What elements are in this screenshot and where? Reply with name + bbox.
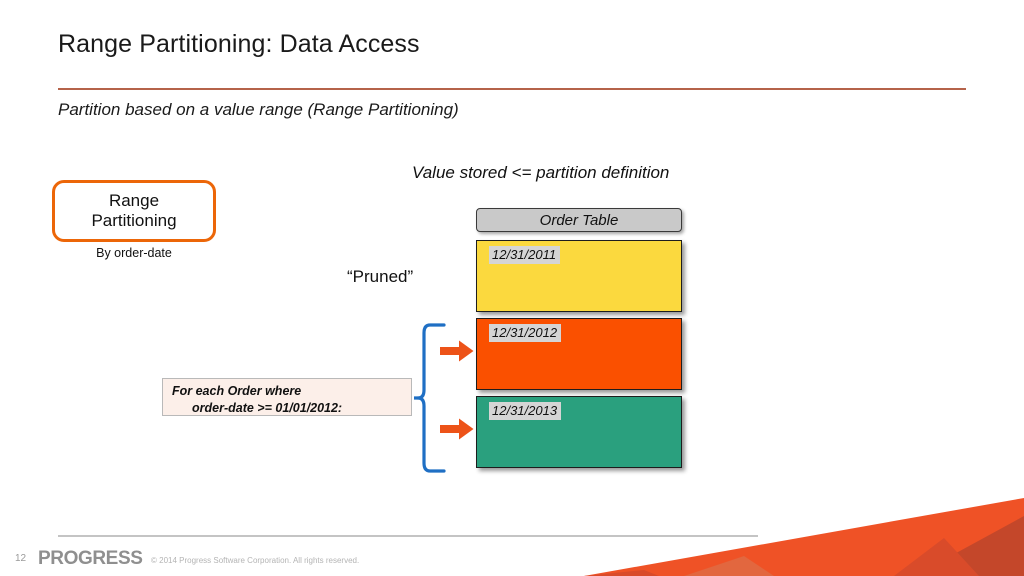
range-partitioning-caption: By order-date bbox=[96, 246, 172, 260]
partition-date-label: 12/31/2012 bbox=[489, 324, 562, 342]
slide-number: 12 bbox=[15, 553, 27, 564]
partition-block-2013: 12/31/2013 bbox=[476, 396, 682, 468]
footer-divider bbox=[58, 535, 758, 537]
copyright-notice: © 2014 Progress Software Corporation. Al… bbox=[151, 556, 360, 565]
condition-line-1: For each Order where bbox=[172, 384, 302, 398]
progress-logo: PROGRESS bbox=[38, 548, 143, 569]
slide-subtitle: Partition based on a value range (Range … bbox=[58, 100, 459, 119]
condition-line-2: order-date >= 01/01/2012: bbox=[192, 400, 343, 415]
partition-block-2012: 12/31/2012 bbox=[476, 318, 682, 390]
scan-arrow-icon bbox=[440, 418, 474, 440]
scan-arrow-icon bbox=[440, 340, 474, 362]
partition-date-label: 12/31/2011 bbox=[489, 246, 561, 264]
grouping-brace-icon bbox=[414, 323, 446, 473]
pruned-label: “Pruned” bbox=[347, 267, 414, 286]
query-condition-box: For each Order where order-date >= 01/01… bbox=[162, 378, 412, 416]
partition-block-2011: 12/31/2011 bbox=[476, 240, 682, 312]
range-partitioning-line2: Partitioning bbox=[91, 211, 177, 230]
title-divider bbox=[58, 88, 966, 90]
order-table-header: Order Table bbox=[476, 208, 682, 232]
range-partitioning-line1: Range bbox=[108, 191, 160, 211]
value-stored-note: Value stored <= partition definition bbox=[412, 163, 670, 182]
corner-decoration bbox=[584, 498, 1024, 576]
partition-date-label: 12/31/2013 bbox=[489, 402, 562, 420]
range-partitioning-box: Range Partitioning bbox=[52, 180, 216, 242]
page-title: Range Partitioning: Data Access bbox=[58, 30, 420, 58]
